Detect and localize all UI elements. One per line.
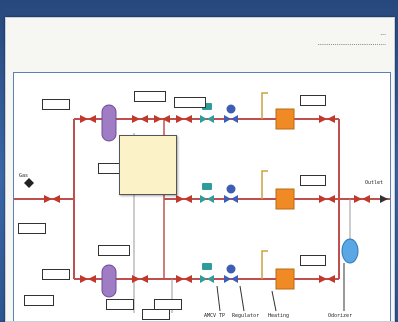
valve-top-4 bbox=[176, 115, 192, 123]
valve-top-1 bbox=[80, 115, 96, 123]
valve-top-3 bbox=[154, 115, 170, 123]
valve-bot-4 bbox=[319, 275, 335, 283]
valve-mid-3 bbox=[354, 195, 370, 203]
branch-label-4: Odorizer bbox=[328, 313, 353, 319]
heater-bot bbox=[275, 268, 295, 290]
teal-valve-top bbox=[200, 115, 214, 123]
valve-mid-1 bbox=[176, 195, 192, 203]
teal-valve-bot bbox=[200, 275, 214, 283]
piping-diagram: Gas Outlet AMCV TP Regulator Heating Odo… bbox=[13, 72, 391, 321]
branch-label-2: Regulator bbox=[232, 313, 260, 319]
filter-bottom bbox=[101, 264, 117, 298]
filter-top bbox=[101, 104, 117, 142]
tag-4[interactable] bbox=[18, 223, 46, 234]
relief-top bbox=[261, 92, 268, 119]
gas-inlet-marker bbox=[24, 178, 34, 188]
pointer-1 bbox=[216, 285, 221, 312]
tag-13[interactable] bbox=[300, 175, 326, 186]
valve-mid-2 bbox=[319, 195, 335, 203]
outlet-arrow bbox=[380, 195, 388, 203]
relief-bot bbox=[261, 250, 268, 279]
tag-14[interactable] bbox=[300, 255, 326, 266]
valve-bot-3 bbox=[176, 275, 192, 283]
teal-actuator-bot bbox=[202, 263, 212, 270]
window-header-line1: ... bbox=[380, 30, 386, 37]
valve-bot-1 bbox=[80, 275, 96, 283]
window-header-line2: .................................... bbox=[317, 40, 386, 47]
valve-inlet bbox=[44, 195, 60, 203]
piping-svg bbox=[14, 92, 390, 313]
tag-2[interactable] bbox=[134, 91, 166, 102]
tag-11[interactable] bbox=[142, 309, 170, 320]
branch-label-3: Heating bbox=[268, 313, 290, 319]
valve-top-5 bbox=[319, 115, 335, 123]
tag-1[interactable] bbox=[42, 99, 70, 110]
app-window: ... .................................... bbox=[5, 17, 395, 322]
pointer-2 bbox=[239, 285, 245, 312]
inlet-label: Gas bbox=[19, 173, 29, 179]
regulator-dome-bot bbox=[226, 264, 236, 274]
teal-valve-mid bbox=[200, 195, 214, 203]
odorizer-tank bbox=[341, 238, 359, 264]
regulator-dome-mid bbox=[226, 184, 236, 194]
tag-7[interactable] bbox=[42, 269, 70, 280]
regulator-valve-bot bbox=[224, 275, 238, 283]
tag-9[interactable] bbox=[106, 299, 134, 310]
heater-mid bbox=[275, 188, 295, 210]
regulator-valve-mid bbox=[224, 195, 238, 203]
tag-5[interactable] bbox=[98, 163, 120, 174]
tag-8[interactable] bbox=[24, 295, 54, 306]
heater-top bbox=[275, 108, 295, 130]
valve-top-2 bbox=[132, 115, 148, 123]
tag-3[interactable] bbox=[174, 97, 206, 108]
teal-actuator-mid bbox=[202, 183, 212, 190]
pointer-3 bbox=[271, 290, 277, 312]
tag-12[interactable] bbox=[300, 95, 326, 106]
tag-6[interactable] bbox=[98, 245, 130, 256]
outlet-label: Outlet bbox=[365, 180, 384, 186]
relief-mid bbox=[261, 170, 268, 199]
regulator-dome-top bbox=[226, 104, 236, 114]
valve-bot-2 bbox=[132, 275, 148, 283]
branch-label-1: AMCV TP bbox=[204, 313, 226, 319]
info-tooltip bbox=[119, 135, 177, 195]
regulator-valve-top bbox=[224, 115, 238, 123]
